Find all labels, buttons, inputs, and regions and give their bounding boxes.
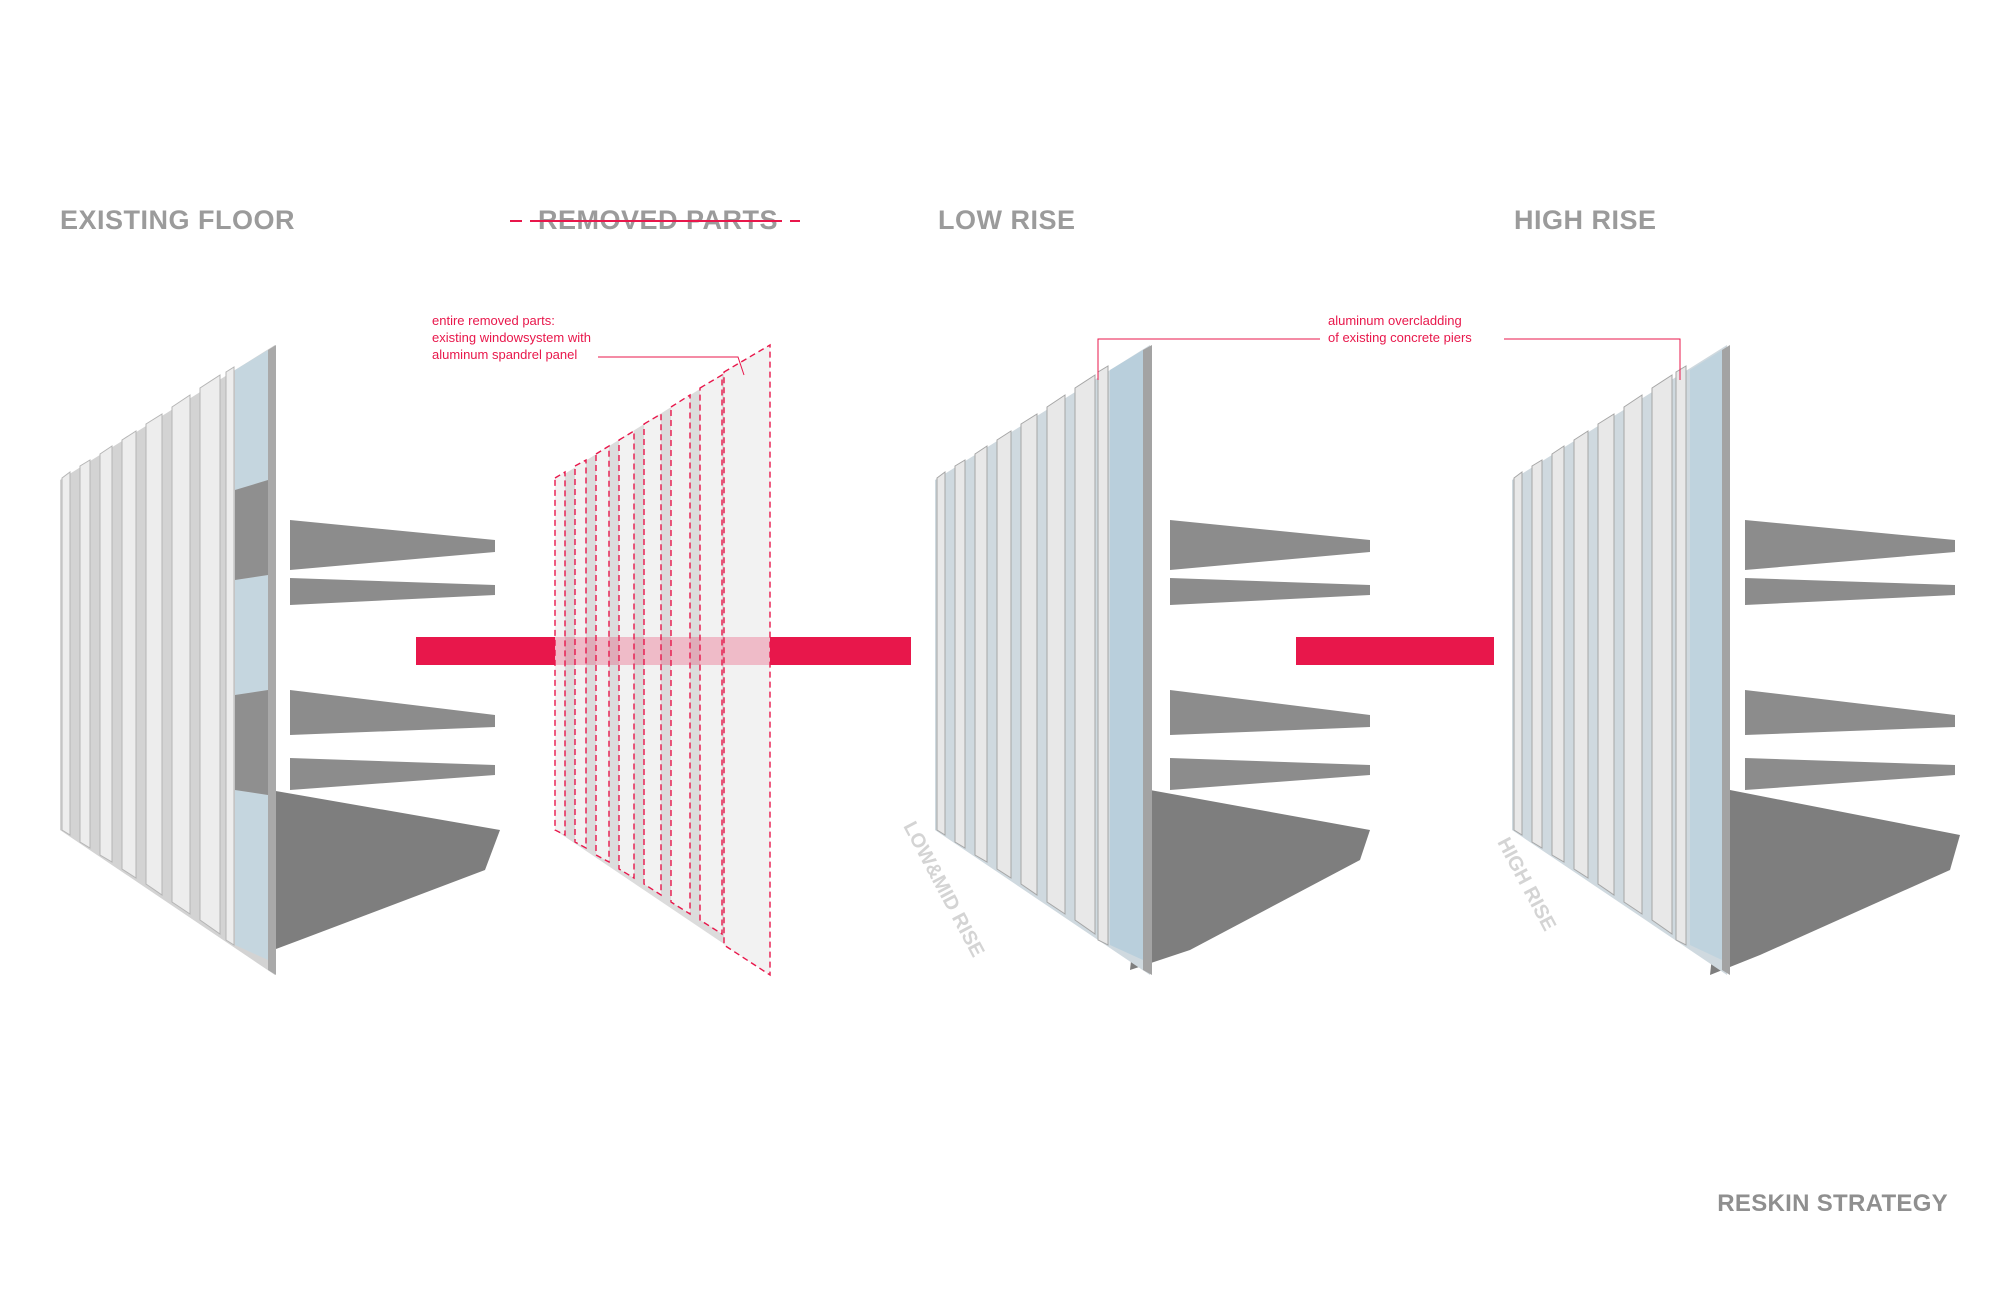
arrow-overlay [553, 637, 770, 665]
annotation-removed-parts: entire removed parts: existing windowsys… [432, 313, 591, 362]
title-existing-floor: EXISTING FLOOR [60, 205, 296, 235]
shadow-group [260, 790, 1960, 975]
arrow-bar-2 [1296, 637, 1494, 665]
title-low-rise: LOW RISE [938, 205, 1076, 235]
annotation-overcladding: aluminum overcladding of existing concre… [1328, 313, 1472, 345]
facade-high-rise [1512, 345, 1730, 975]
footer-reskin-strategy: RESKIN STRATEGY [1717, 1190, 1948, 1217]
leader-lines [598, 338, 1681, 380]
facade-existing-floor [60, 345, 276, 975]
facade-removed-parts [554, 343, 771, 977]
facade-low-rise [935, 345, 1152, 975]
title-high-rise: HIGH RISE [1514, 205, 1657, 235]
slab-group [290, 520, 1955, 790]
